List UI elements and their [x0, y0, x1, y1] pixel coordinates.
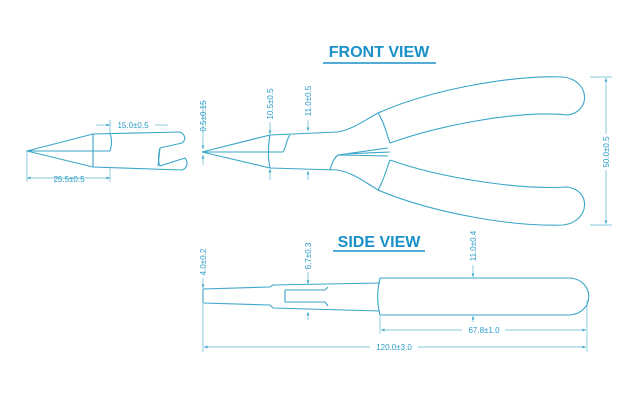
joint-width-dim: 11.0±0.5: [304, 85, 313, 116]
tip-thickness-dim: 0.5±0.15: [199, 100, 208, 132]
jaw-length-dim: 15.0±0.5: [117, 121, 149, 130]
total-length-dim: 120.0±3.0: [376, 343, 412, 352]
jaw-width-dim: 10.5±0.5: [266, 88, 275, 120]
side-view-pliers: [201, 265, 590, 352]
tip-detail-view: [26, 120, 188, 182]
joint-height-dim: 6.7±0.3: [304, 242, 313, 269]
front-view-pliers: [201, 76, 612, 226]
tip-height-dim: 4.0±0.2: [199, 248, 208, 275]
tip-length-dim: 25.5±0.5: [53, 175, 85, 184]
handle-spread-dim: 50.0±0.5: [602, 136, 611, 168]
side-view-title: SIDE VIEW: [338, 234, 422, 251]
handle-length-dim: 67.8±1.0: [468, 326, 500, 335]
front-view-title: FRONT VIEW: [329, 44, 430, 61]
handle-height-dim: 11.0±0.4: [469, 230, 478, 261]
